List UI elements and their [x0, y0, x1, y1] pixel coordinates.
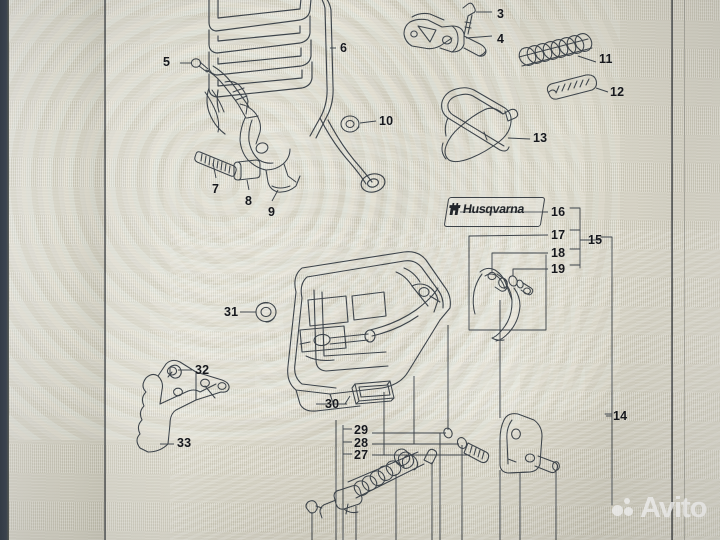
brake-linkage-assembly: [204, 65, 301, 193]
callout-32: 32: [195, 363, 210, 377]
callout-16: 16: [551, 205, 566, 219]
part-31-grommet: [255, 301, 277, 323]
part-17-19-hardware: [472, 267, 534, 342]
part-32-screw: [167, 364, 182, 379]
callout-11: 11: [599, 52, 613, 66]
leader-lines: [160, 11, 612, 540]
callout-4: 4: [497, 32, 505, 46]
callout-12: 12: [610, 85, 625, 99]
part-6-handle-bar: [206, 0, 386, 193]
page-edge-right: [684, 0, 685, 540]
callout-29: 29: [354, 423, 369, 437]
callout-31: 31: [224, 305, 239, 319]
part-33-bumper-spike: [136, 359, 230, 453]
main-handle-housing: [287, 251, 451, 412]
part-10-bushing: [340, 115, 360, 133]
bracket-16-19-line: [569, 207, 602, 269]
callout-13: 13: [533, 131, 548, 145]
part-13-brake-band: [441, 87, 519, 163]
callout-17: 17: [551, 228, 566, 242]
part-3-screw: [462, 2, 476, 37]
callout-18: 18: [551, 246, 566, 260]
page-gutter-left: [104, 0, 106, 540]
part-5-bolt: [190, 58, 210, 73]
callout-15: 15: [588, 233, 603, 247]
callout-5: 5: [163, 55, 171, 69]
part-4-brake-lever: [403, 12, 487, 57]
callout-6: 6: [340, 41, 348, 55]
callout-14: 14: [613, 409, 628, 423]
bracket-15-line: [600, 236, 613, 506]
bracket-group-17-19: [468, 254, 547, 331]
page-gutter-right: [671, 0, 673, 540]
part-7-threaded-pin: [194, 151, 237, 177]
part-12-clip: [546, 74, 598, 100]
photo-dark-edge-left: [0, 0, 9, 540]
husqvarna-wordmark: Husqvarna: [461, 202, 526, 216]
husqvarna-crown-icon: [448, 203, 461, 215]
callout-10: 10: [379, 114, 394, 128]
callout-8: 8: [245, 194, 253, 208]
part-8-spacer: [233, 159, 261, 181]
callout-9: 9: [268, 205, 276, 219]
callout-27: 27: [354, 448, 369, 462]
callout-33: 33: [177, 436, 192, 450]
callout-28: 28: [354, 436, 369, 450]
part-30-cover: [351, 380, 395, 405]
part-11-spring: [518, 33, 593, 67]
bottom-hardware-assembly: [305, 413, 560, 519]
callout-19: 19: [551, 262, 566, 276]
callout-7: 7: [212, 182, 220, 196]
callout-30: 30: [325, 397, 340, 411]
husqvarna-decal: Husqvarna: [448, 200, 543, 218]
callout-3: 3: [497, 7, 505, 21]
